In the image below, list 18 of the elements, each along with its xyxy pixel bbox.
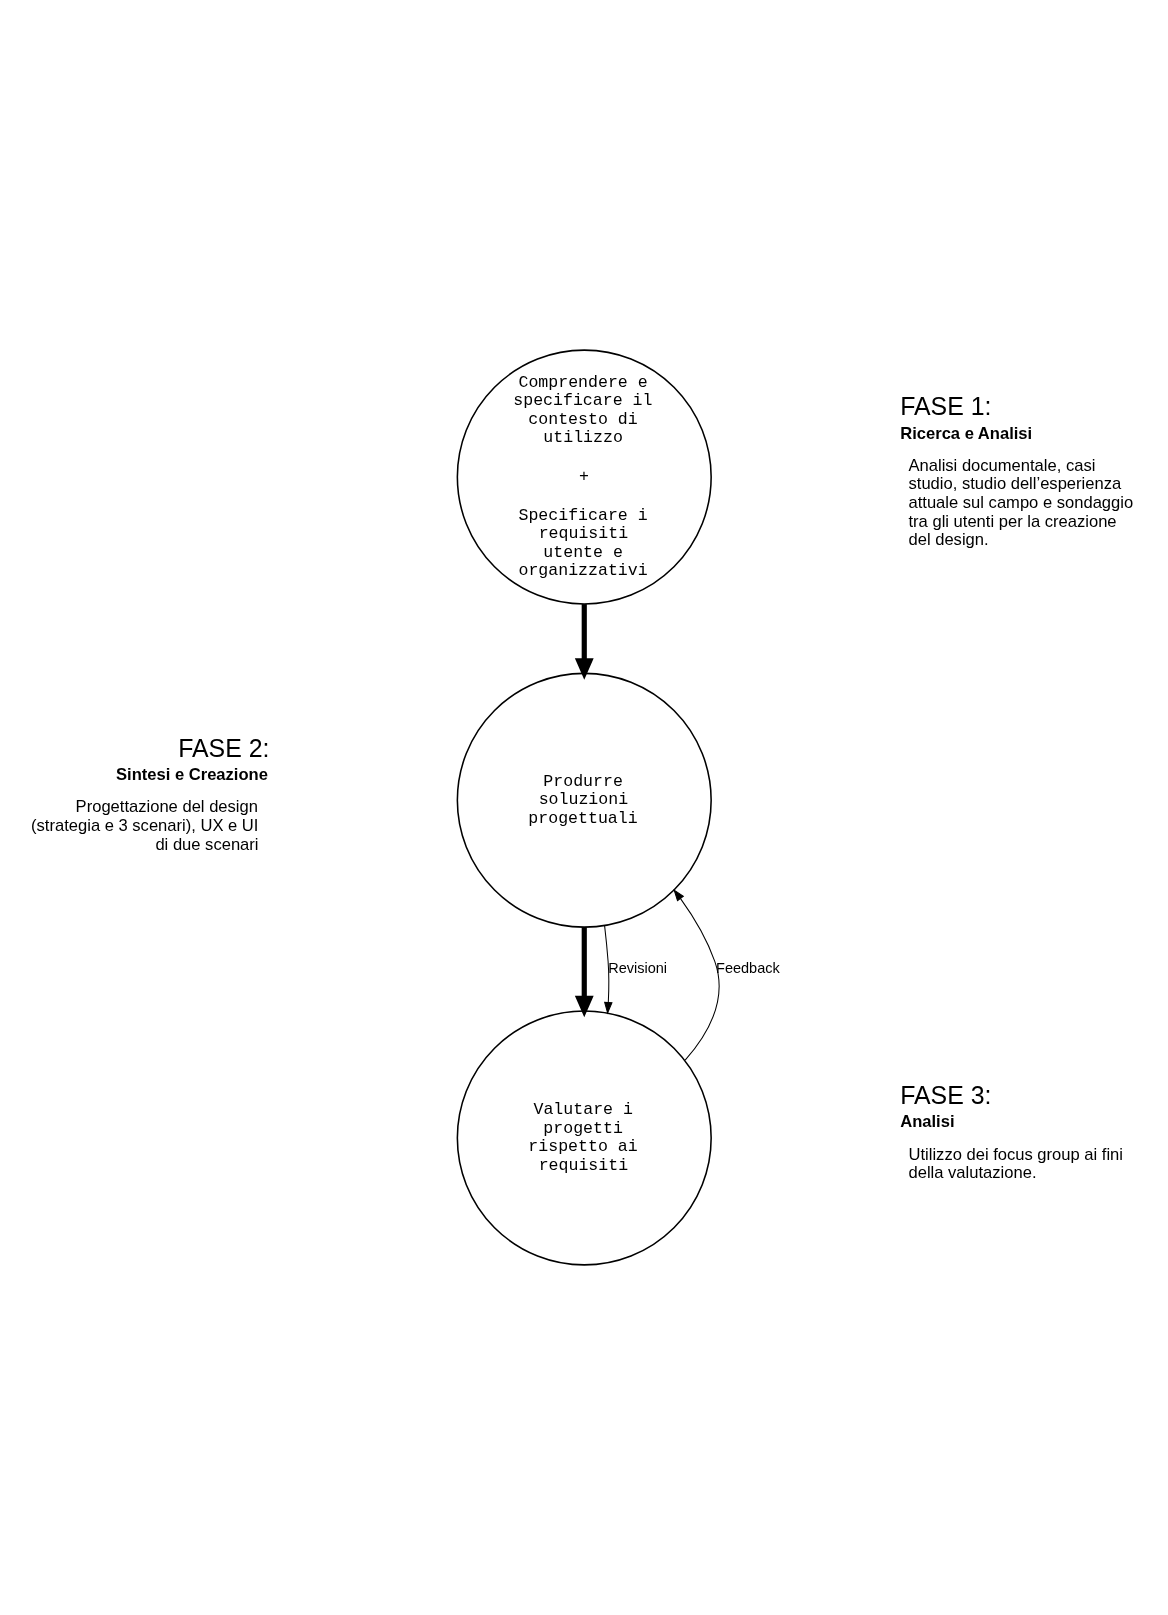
node-label: FASE 2:	[178, 733, 270, 762]
edge-label: Revisioni	[608, 959, 668, 976]
node-circle: Comprendere e specificare il contesto di utilizzo + Specificare i requisiti utente e organizzativi	[456, 349, 712, 605]
node-label: Analisi	[900, 1112, 955, 1132]
node-label: FASE 3:	[900, 1080, 992, 1109]
arrow	[574, 927, 594, 1018]
arrow	[603, 925, 613, 1015]
node-label: FASE 1:	[900, 392, 992, 421]
node-label: Progettazione del design (strategia e 3 scenari), UX e UI di due scenari	[31, 797, 259, 854]
arrow	[673, 888, 720, 1061]
node-label: Analisi documentale, casi studio, studio dell’esperienza attuale sul campo e sondaggio tra gli utenti per la creazione del design.	[908, 455, 1134, 550]
node-circle: Produrre soluzioni progettuali	[456, 672, 712, 928]
node-circle: Valutare i progetti rispetto ai requisiti	[456, 1010, 712, 1266]
node-label: Utilizzo dei focus group ai fini della valutazione.	[908, 1144, 1123, 1183]
node-label: Ricerca e Analisi	[900, 423, 1033, 443]
edge-label: Feedback	[716, 959, 780, 976]
arrow	[574, 604, 594, 680]
node-label: Sintesi e Creazione	[116, 765, 268, 785]
